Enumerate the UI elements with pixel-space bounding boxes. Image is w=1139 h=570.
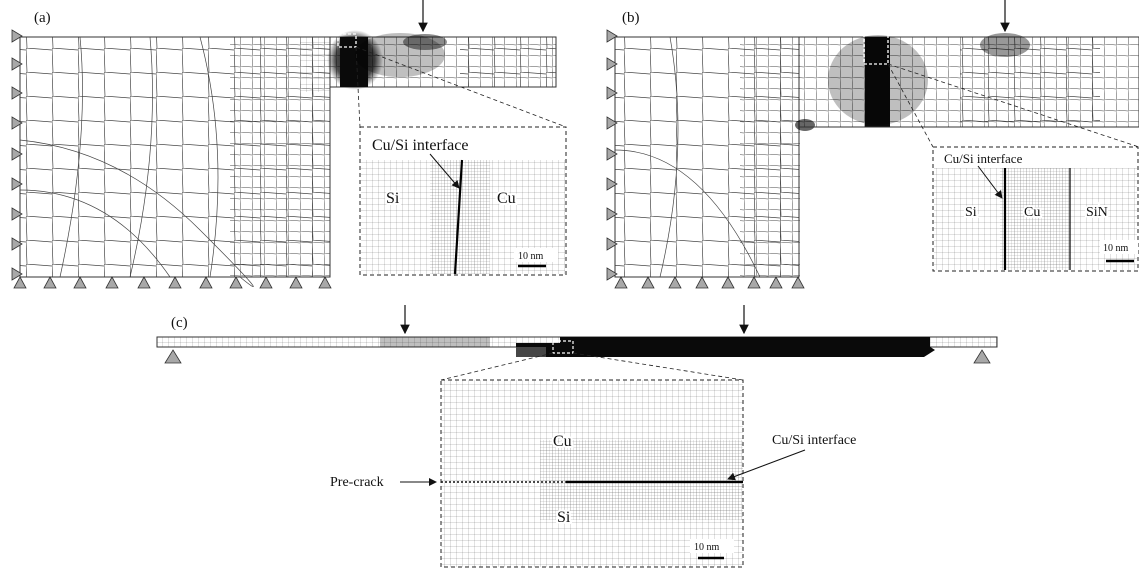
panel-a-scale-label: 10 nm [518,251,544,262]
panel-b-interface-callout: Cu/Si interface [944,151,1023,166]
panel-c-interface-pointer [727,449,806,481]
panel-b: (b) [606,0,1139,289]
panel-a-substrate-mesh [19,36,331,287]
panel-b-si-label: Si [965,205,977,220]
panel-a-top-beam-mesh [327,30,557,90]
panel-c-precrack-callout: Pre-crack [330,475,384,490]
panel-b-top-slab-mesh [795,33,1139,131]
panel-c-zoom-region [552,340,574,354]
panel-c-label: (c) [171,315,188,331]
panel-a-bottom-supports [13,276,332,289]
panel-c: (c) Cu Si 10 nm Cu [156,305,998,568]
panel-b-bottom-supports [614,276,805,289]
panel-a-cu-label: Cu [497,190,516,207]
panel-b-inset: Cu/Si interface Si Cu SiN 10 nm [932,146,1139,272]
panel-c-scale-label: 10 nm [694,542,720,553]
panel-b-left-supports [606,29,618,281]
panel-a-inset: Cu/Si interface Si Cu 10 nm [359,126,567,276]
panel-b-label: (b) [622,10,640,26]
panel-c-inset: Cu Si 10 nm [440,379,744,568]
panel-c-beam-mesh [156,336,998,357]
panel-a: (a) [11,0,567,289]
panel-a-zoom-region [337,33,357,48]
panel-c-si-label: Si [557,509,571,526]
panel-b-sin-label: SiN [1086,205,1108,220]
panel-c-cu-label: Cu [553,433,572,450]
panel-b-substrate-mesh [614,36,800,278]
panel-a-si-label: Si [386,190,400,207]
panel-b-zoom-region [863,33,889,65]
panel-a-interface-line [453,159,464,275]
panel-b-cu-label: Cu [1024,205,1040,220]
panel-a-interface-pointer [429,153,460,189]
panel-a-label: (a) [34,10,51,26]
panel-b-interface-pointer [977,165,1003,199]
panel-a-left-supports [11,29,23,281]
panel-c-interface-callout: Cu/Si interface [772,433,856,448]
panel-a-interface-callout: Cu/Si interface [372,137,468,154]
panel-b-scale-label: 10 nm [1103,243,1129,254]
panel-c-supports [164,349,991,364]
